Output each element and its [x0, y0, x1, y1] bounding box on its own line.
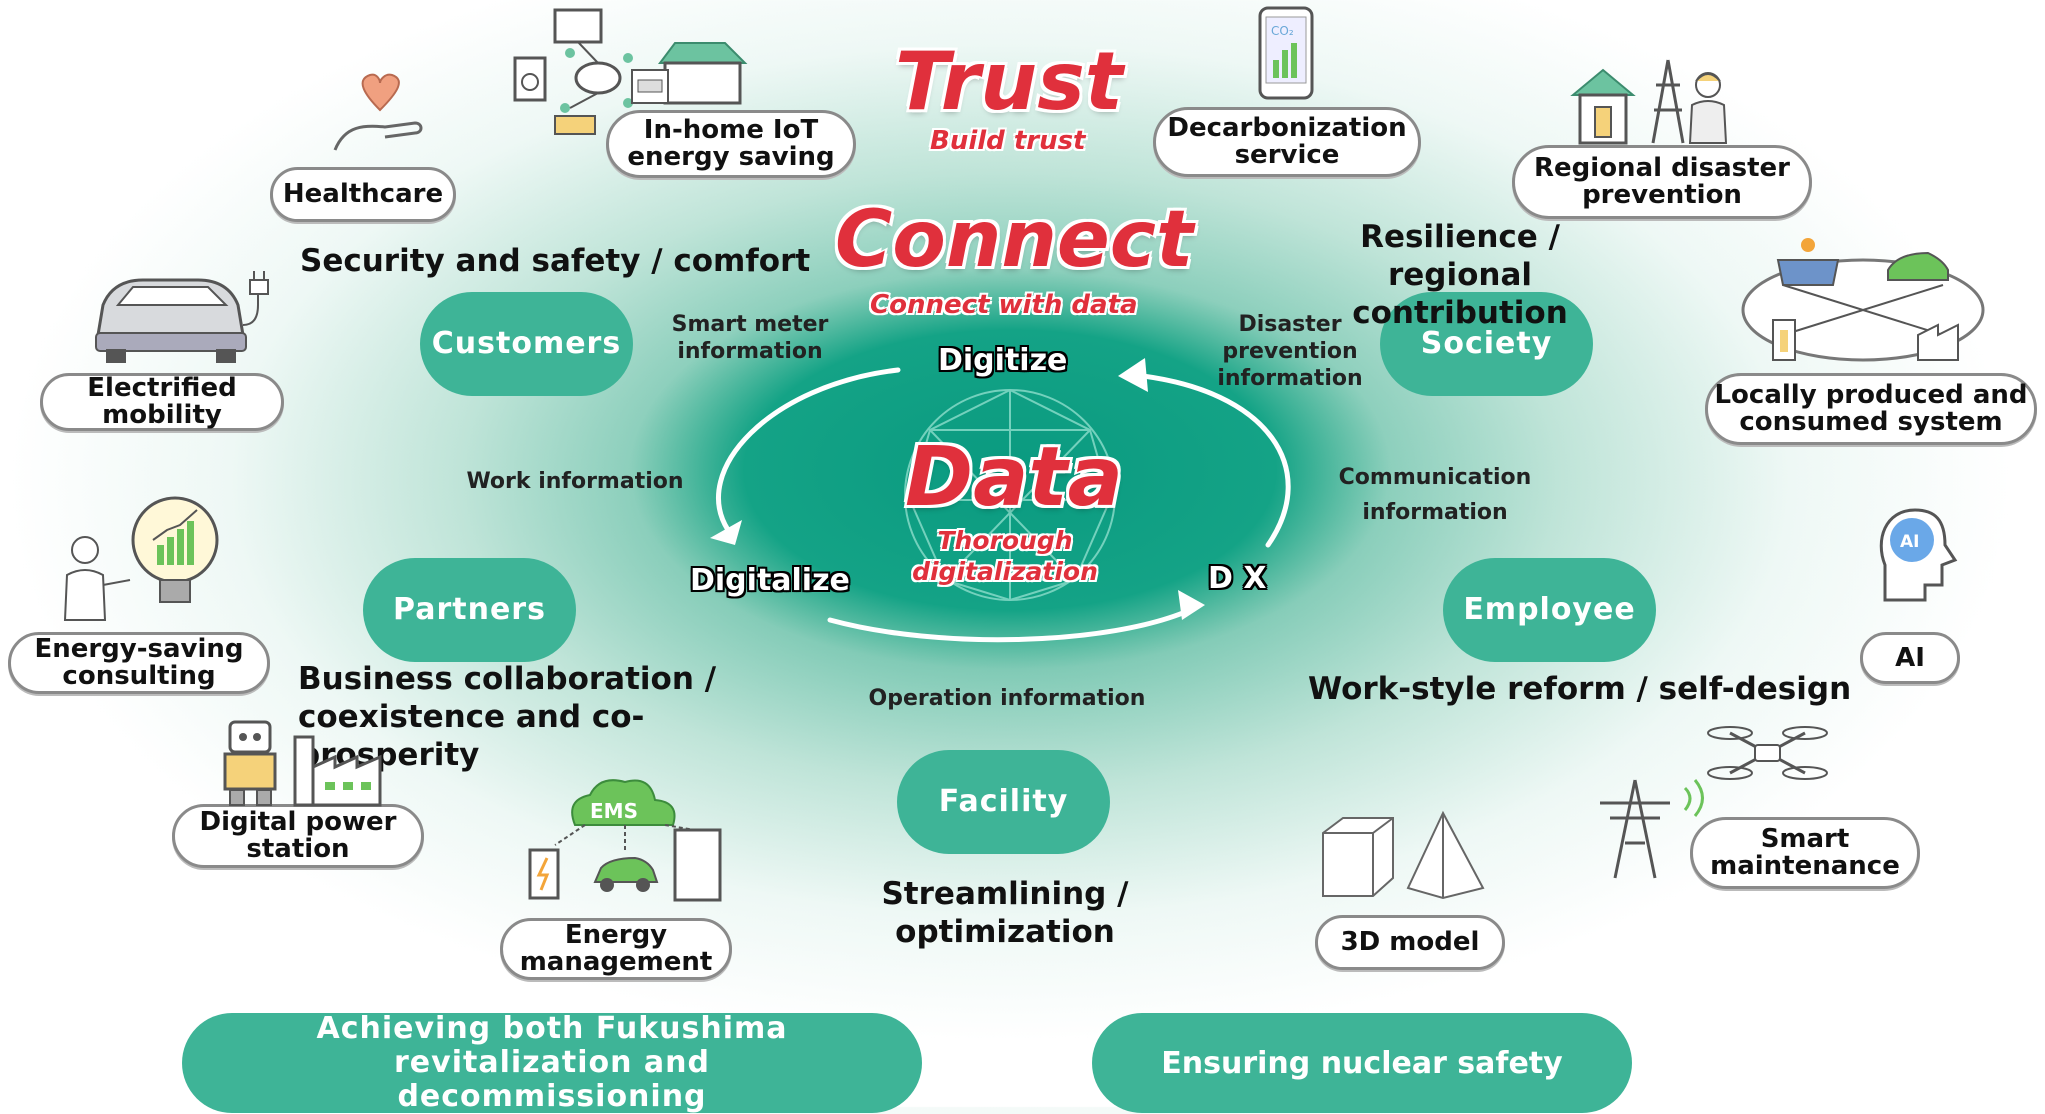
- ai-head-icon: AI: [1879, 508, 1958, 602]
- trust-title: Trust: [895, 35, 1124, 128]
- service-ai: AI: [1860, 632, 1960, 684]
- stakeholder-society: Society: [1380, 292, 1593, 396]
- stakeholder-facility: Facility: [897, 750, 1110, 854]
- phrase-society: Resilience / regional contribution: [1352, 219, 1568, 331]
- service-iot: In-home IoT energy saving: [606, 110, 856, 178]
- digitize-label: Digitize: [938, 343, 1068, 378]
- stakeholder-employee: Employee: [1443, 558, 1656, 662]
- ems-cloud-icon: EMS: [528, 779, 722, 902]
- phrase-facility: Streamlining / optimization: [881, 876, 1129, 950]
- info-disaster: Disaster prevention information: [1217, 312, 1363, 391]
- phrase-customers: Security and safety / comfort: [300, 243, 811, 279]
- service-3d-model: 3D model: [1315, 915, 1505, 970]
- local-system-icon: [1741, 238, 1985, 362]
- digitalize-label: Digitalize: [690, 563, 850, 598]
- house-tower-icon: [1570, 59, 1728, 145]
- service-energy-management: Energy management: [500, 918, 732, 980]
- data-title: Data: [905, 430, 1123, 525]
- consultant-lightbulb-icon: [63, 496, 219, 621]
- 3d-shapes-icon: [1322, 810, 1485, 900]
- bottom-nuclear: Ensuring nuclear safety: [1092, 1013, 1632, 1113]
- service-digital-power: Digital power station: [172, 804, 424, 868]
- phrase-employee: Work-style reform / self-design: [1308, 671, 1852, 707]
- ai-text: AI: [1900, 532, 1919, 552]
- cycle-arrows: [716, 367, 1291, 643]
- globe-icon: [904, 388, 1116, 602]
- stakeholder-partners: Partners: [363, 558, 576, 662]
- co2-text: CO₂: [1271, 24, 1294, 38]
- phrase-partners: Business collaboration / coexistence and…: [298, 661, 717, 773]
- trust-subtitle: Build trust: [930, 126, 1086, 156]
- service-regional-disaster: Regional disaster prevention: [1512, 145, 1812, 219]
- ev-car-icon: [95, 271, 269, 363]
- info-smart-meter: Smart meter information: [671, 312, 829, 364]
- service-smart-maintenance: Smart maintenance: [1690, 817, 1920, 889]
- service-electrified-mobility: Electrified mobility: [40, 373, 284, 431]
- dx-label: D X: [1208, 561, 1267, 596]
- service-decarbonization: Decarbonization service: [1153, 107, 1421, 177]
- data-subtitle: Thorough digitalization: [912, 526, 1098, 586]
- info-work: Work information: [466, 469, 684, 494]
- robot-factory-icon: [223, 720, 382, 807]
- service-healthcare: Healthcare: [270, 167, 456, 222]
- service-local-system: Locally produced and consumed system: [1705, 373, 2037, 445]
- service-energy-consulting: Energy-saving consulting: [8, 632, 270, 694]
- info-operation: Operation information: [868, 686, 1146, 711]
- connect-title: Connect: [835, 195, 1194, 285]
- ems-text: EMS: [590, 799, 638, 823]
- smartphone-co2-icon: CO₂: [1258, 6, 1314, 100]
- iot-network-icon: [513, 8, 748, 135]
- bottom-fukushima: Achieving both Fukushima revitalization …: [182, 1012, 922, 1114]
- info-communication: Communication information: [1338, 465, 1532, 525]
- stakeholder-customers: Customers: [420, 292, 633, 396]
- tower-drone-icon: [1600, 726, 1828, 879]
- heart-hand-icon: [333, 73, 423, 151]
- connect-subtitle: Connect with data: [870, 290, 1138, 320]
